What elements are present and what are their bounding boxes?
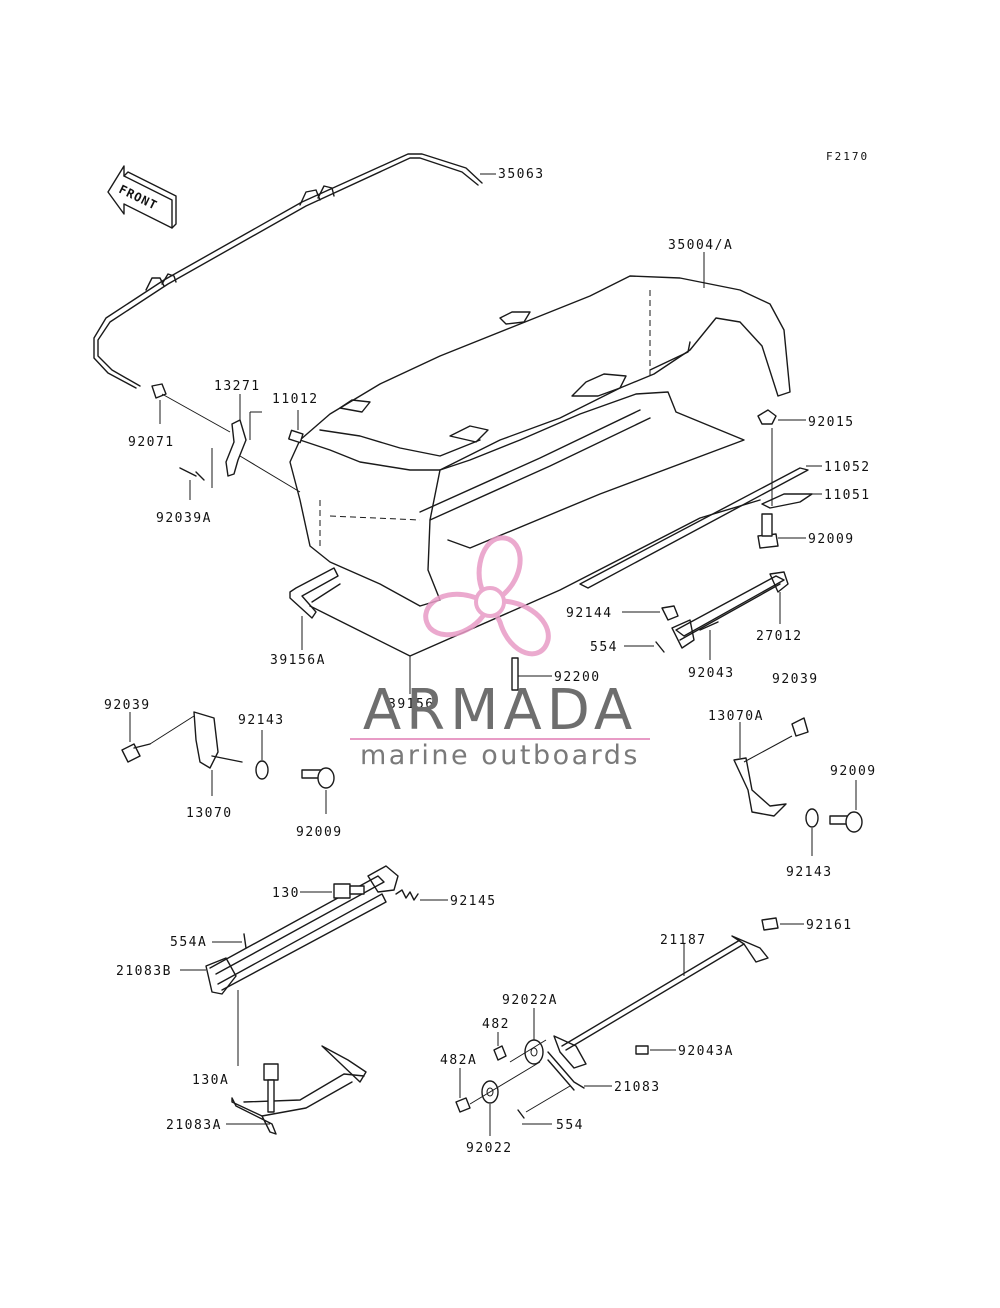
label-92039A: 92039A <box>156 511 212 526</box>
front-arrow-icon: FRONT <box>107 165 177 229</box>
label-554-a: 554 <box>590 640 618 655</box>
part-92039A-screw <box>179 467 205 481</box>
label-11052: 11052 <box>824 460 871 475</box>
watermark-brand: ARMADA <box>362 678 638 743</box>
part-92009-bolt-c <box>829 811 863 833</box>
label-130A: 130A <box>192 1073 229 1088</box>
label-92161: 92161 <box>806 918 853 933</box>
label-92144: 92144 <box>566 606 613 621</box>
part-21083A-lever <box>231 1045 367 1135</box>
label-92143-b: 92143 <box>786 865 833 880</box>
part-27012-latch-bar <box>671 571 789 649</box>
part-92043-pin <box>699 621 719 631</box>
label-92043A: 92043A <box>678 1044 734 1059</box>
part-92143-washer-b <box>805 808 819 828</box>
part-11012-block <box>288 429 304 444</box>
part-92161-clip <box>761 917 779 931</box>
label-130: 130 <box>272 886 300 901</box>
label-21083A: 21083A <box>166 1118 222 1133</box>
label-27012: 27012 <box>756 629 803 644</box>
label-92071: 92071 <box>128 435 175 450</box>
label-482: 482 <box>482 1017 510 1032</box>
part-92143-washer-a <box>255 760 269 780</box>
part-35004A-seat-cover <box>289 275 791 607</box>
part-21083-lever <box>547 1035 587 1091</box>
part-11051-plate <box>761 493 813 509</box>
part-13271-bracket <box>225 419 247 477</box>
part-92144-clip <box>661 605 679 621</box>
label-11051: 11051 <box>824 488 871 503</box>
part-92145-spring <box>395 889 419 901</box>
part-21083B-lever <box>205 865 399 995</box>
label-92039-c: 92039 <box>104 698 151 713</box>
part-92043A-pin <box>635 1045 649 1055</box>
label-92009-c: 92009 <box>830 764 877 779</box>
label-13070A: 13070A <box>708 709 764 724</box>
label-39156A: 39156A <box>270 653 326 668</box>
part-92009-bolt-a <box>757 513 779 549</box>
part-92022A-washer <box>524 1039 544 1065</box>
label-92200: 92200 <box>554 670 601 685</box>
label-482A: 482A <box>440 1053 477 1068</box>
part-92015-nut <box>757 409 777 425</box>
part-39156A-gasket <box>289 567 339 619</box>
part-130-bolt <box>333 883 365 899</box>
label-39156: 39156 <box>388 697 435 712</box>
part-554A-pin <box>243 933 247 949</box>
label-92143-a: 92143 <box>238 713 285 728</box>
label-92145: 92145 <box>450 894 497 909</box>
label-21083B: 21083B <box>116 964 172 979</box>
part-21187-rod <box>561 935 769 1051</box>
part-11052-strip <box>579 467 809 589</box>
label-92009-b: 92009 <box>296 825 343 840</box>
front-label: FRONT <box>117 182 160 213</box>
label-11012: 11012 <box>272 392 319 407</box>
part-39156-seal-panel <box>309 499 761 657</box>
part-554-cotter-pin <box>655 641 665 653</box>
part-92039-screw-left <box>121 743 151 763</box>
label-92022A: 92022A <box>502 993 558 1008</box>
part-92039-screw-right <box>791 717 809 737</box>
label-13271: 13271 <box>214 379 261 394</box>
figure-code: F2170 <box>826 150 869 163</box>
part-13070-bracket <box>193 711 243 769</box>
label-35004A: 35004/A <box>668 238 733 253</box>
label-554-b: 554 <box>556 1118 584 1133</box>
part-482-clip <box>493 1045 507 1061</box>
label-554A: 554A <box>170 935 207 950</box>
label-35063: 35063 <box>498 167 545 182</box>
label-13070: 13070 <box>186 806 233 821</box>
label-92015: 92015 <box>808 415 855 430</box>
part-554-cotter-pin-b <box>517 1109 525 1119</box>
label-21187: 21187 <box>660 933 707 948</box>
watermark-divider <box>350 738 650 740</box>
part-92071-grommet <box>151 383 167 399</box>
part-13070A-bracket <box>733 757 787 817</box>
label-92022: 92022 <box>466 1141 513 1156</box>
label-21083: 21083 <box>614 1080 661 1095</box>
part-482A-clip <box>455 1097 471 1113</box>
label-92043: 92043 <box>688 666 735 681</box>
part-92009-bolt-b <box>301 767 335 789</box>
part-35063-rail <box>93 153 483 389</box>
watermark-tagline: marine outboards <box>359 740 640 771</box>
propeller-icon <box>423 535 551 657</box>
label-92009-a: 92009 <box>808 532 855 547</box>
label-92039-b: 92039 <box>772 672 819 687</box>
part-92200-pin <box>511 657 519 691</box>
